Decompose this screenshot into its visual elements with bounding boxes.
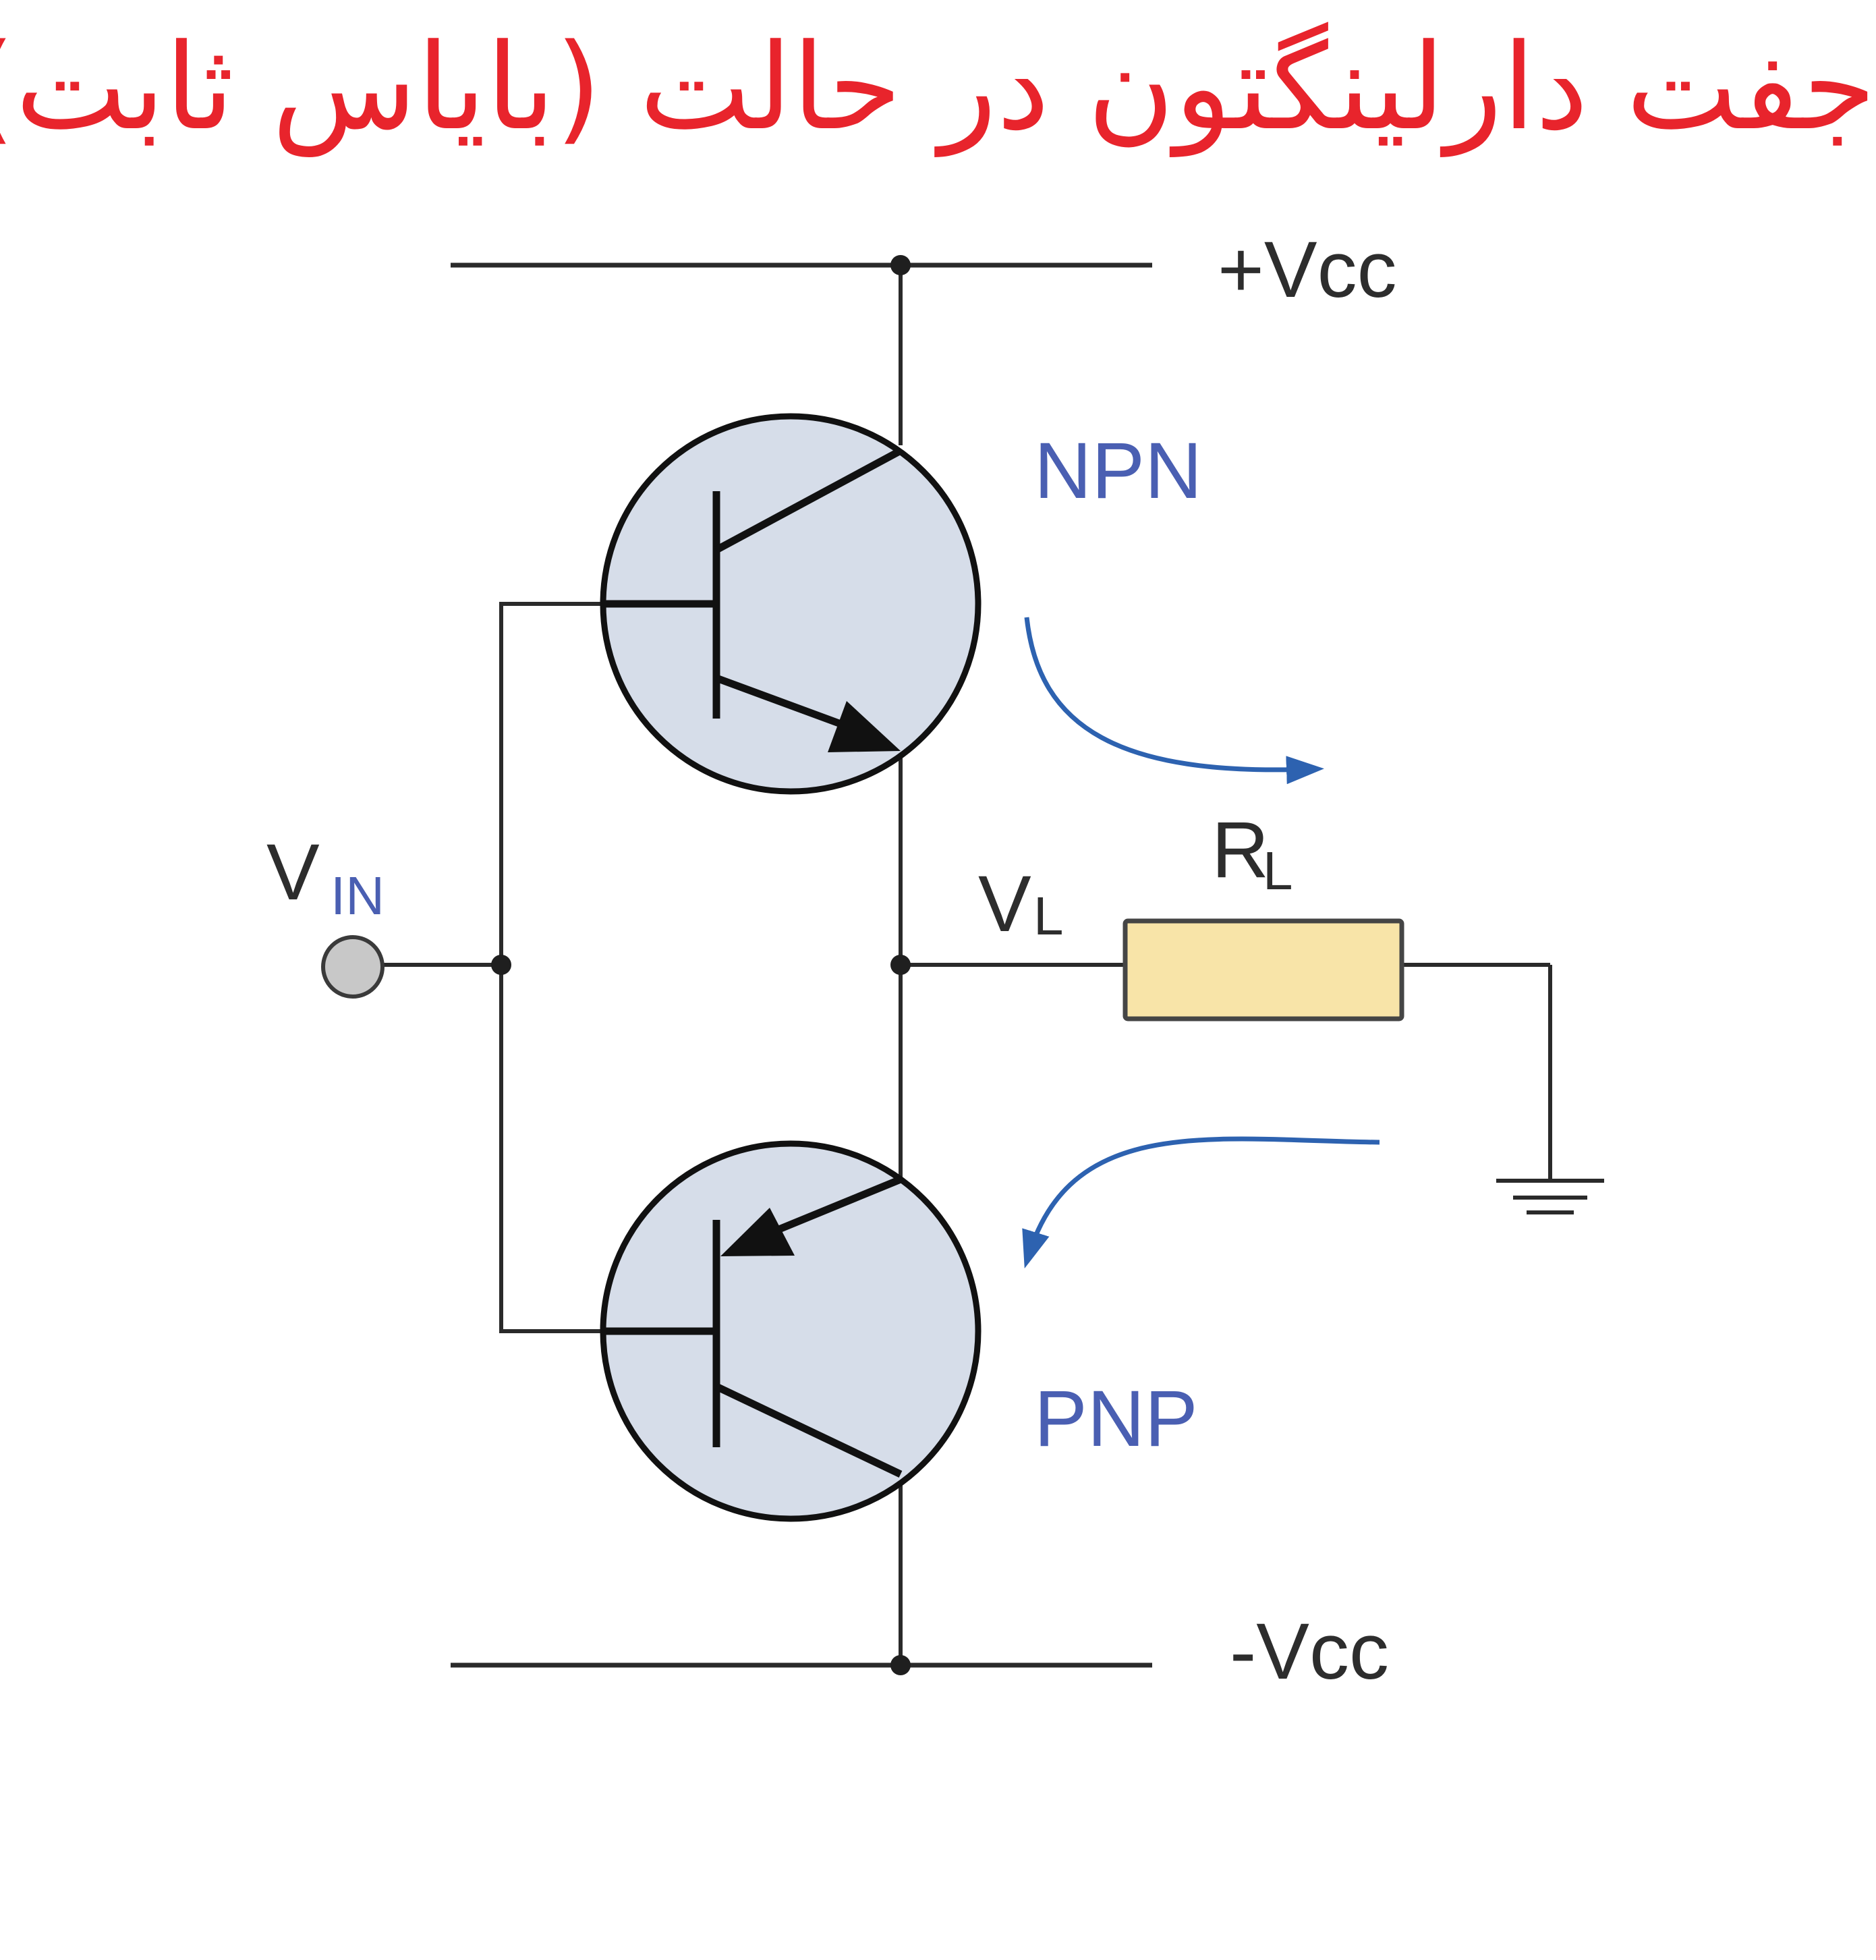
- npn-label: NPN: [1034, 426, 1202, 515]
- junction-dot-base: [491, 955, 511, 975]
- supply-pos-label: +Vcc: [1218, 225, 1397, 314]
- vin-label-main: V: [266, 828, 320, 917]
- vin-label-sub: IN: [331, 866, 385, 926]
- supply-neg-label: -Vcc: [1230, 1607, 1389, 1696]
- rl-label-sub: L: [1263, 841, 1293, 901]
- rl-label-main: R: [1212, 806, 1269, 895]
- npn-transistor: [600, 413, 982, 795]
- ground-icon: [1496, 1179, 1604, 1214]
- input-terminal: [321, 935, 385, 999]
- page-title: جفت دارلینگتون در حالت (بایاس ثابت): [0, 18, 1876, 157]
- junction-dot-output: [890, 955, 911, 975]
- pnp-current-arrow-icon: [1022, 1136, 1380, 1269]
- load-resistor: [1122, 918, 1404, 1021]
- pnp-emitter-arrow-icon: [720, 1208, 795, 1256]
- pnp-transistor: [600, 1140, 982, 1522]
- npn-current-arrow-icon: [1024, 617, 1324, 785]
- junction-dot-supply-neg: [890, 1655, 911, 1675]
- vl-label-sub: L: [1033, 886, 1064, 946]
- pnp-label: PNP: [1034, 1374, 1198, 1463]
- npn-emitter-arrow-icon: [828, 701, 901, 752]
- vl-label-main: V: [978, 860, 1031, 949]
- junction-dot-supply-pos: [890, 255, 911, 275]
